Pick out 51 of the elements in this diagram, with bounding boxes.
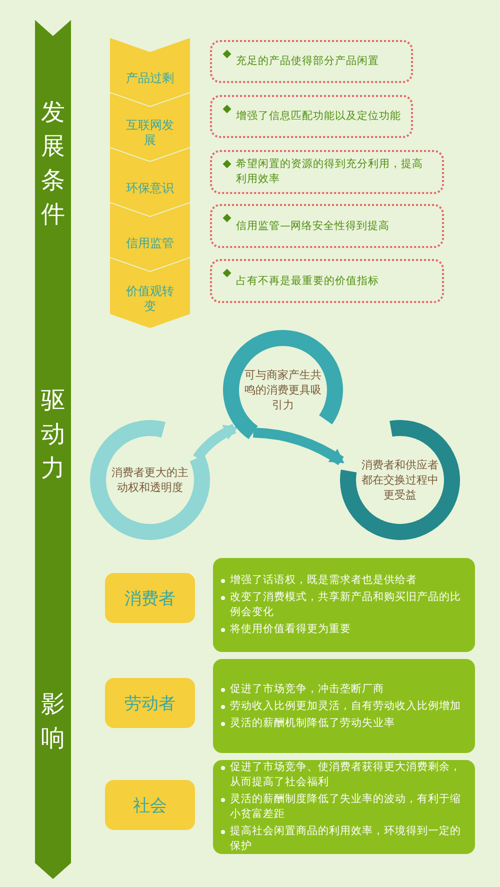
note-box xyxy=(210,150,444,194)
chevron-band xyxy=(35,20,71,305)
note-box xyxy=(210,204,444,248)
step-label: 信用监管 xyxy=(125,236,175,250)
step-label: 产品过剩 xyxy=(125,70,175,86)
bullet-text: 劳动收入比例更加灵活，自有劳动收入比例增加 xyxy=(230,698,461,714)
category-label: 劳动者 xyxy=(124,692,176,714)
note-box xyxy=(210,95,413,138)
cycle-text: 可与商家产生共鸣的消费更具吸引力 xyxy=(244,368,322,412)
arrow xyxy=(193,424,238,461)
step-label: 环保意识 xyxy=(125,180,175,196)
impact-card xyxy=(213,760,475,854)
note-box xyxy=(210,40,413,83)
step-label: 价值观转变 xyxy=(125,284,175,314)
category-label-box xyxy=(105,780,195,830)
category-label-box xyxy=(105,573,195,623)
chevron-band xyxy=(35,563,71,879)
band-label: 驱动力 xyxy=(40,385,66,484)
bullet-text: 增强了话语权，既是需求者也是供给者 xyxy=(230,573,417,588)
category-label: 社会 xyxy=(133,794,167,816)
band-label: 影响 xyxy=(40,689,66,754)
note-text: 充足的产品使得部分产品闲置 xyxy=(236,54,379,69)
note-text: 占有不再是最重要的价值指标 xyxy=(236,274,379,288)
bullet-text: 提高社会闲置商品的利用效率，环境得到一定的保护 xyxy=(230,824,462,854)
step-label: 互联网发展 xyxy=(125,118,175,148)
category-label-box xyxy=(105,678,195,728)
chevron-step xyxy=(110,203,190,271)
impact-card xyxy=(213,659,475,753)
impact-card xyxy=(213,558,475,652)
cycle-text: 消费者和供应者都在交换过程中更受益 xyxy=(360,458,440,502)
chevron-step xyxy=(110,148,190,216)
bullet-text: 灵活的薪酬制度降低了失业率的波动，有利于缩小贫富差距 xyxy=(230,792,462,822)
category-label: 消费者 xyxy=(124,588,176,610)
chevron-band xyxy=(35,288,71,580)
note-text: 增强了信息匹配功能以及定位功能 xyxy=(236,109,401,124)
arrow xyxy=(252,428,344,466)
cycle-ring xyxy=(90,420,210,540)
bullet-text: 将使用价值看得更为重要 xyxy=(230,622,351,637)
note-box xyxy=(210,259,444,303)
bullet-text: 促进了市场竞争、使消费者获得更大消费剩余，从而提高了社会福利 xyxy=(230,760,462,790)
chevron-step xyxy=(110,93,190,161)
note-text: 信用监管—网络安全性得到提高 xyxy=(236,218,390,234)
bullet-text: 促进了市场竞争，冲击垄断厂商 xyxy=(230,682,384,696)
band-label: 发展条件 xyxy=(40,96,66,230)
bullet-text: 灵活的薪酬机制降低了劳动失业率 xyxy=(230,716,395,730)
chevron-step xyxy=(110,258,190,328)
chevron-step xyxy=(110,38,190,106)
cycle-text: 消费者更大的主动权和透明度 xyxy=(110,465,190,495)
cycle-ring xyxy=(340,420,460,540)
note-text: 希望闲置的资源的得到充分利用，提高利用效率 xyxy=(236,157,424,187)
bullet-text: 改变了消费模式，共享新产品和购买旧产品的比例会变化 xyxy=(230,590,462,620)
